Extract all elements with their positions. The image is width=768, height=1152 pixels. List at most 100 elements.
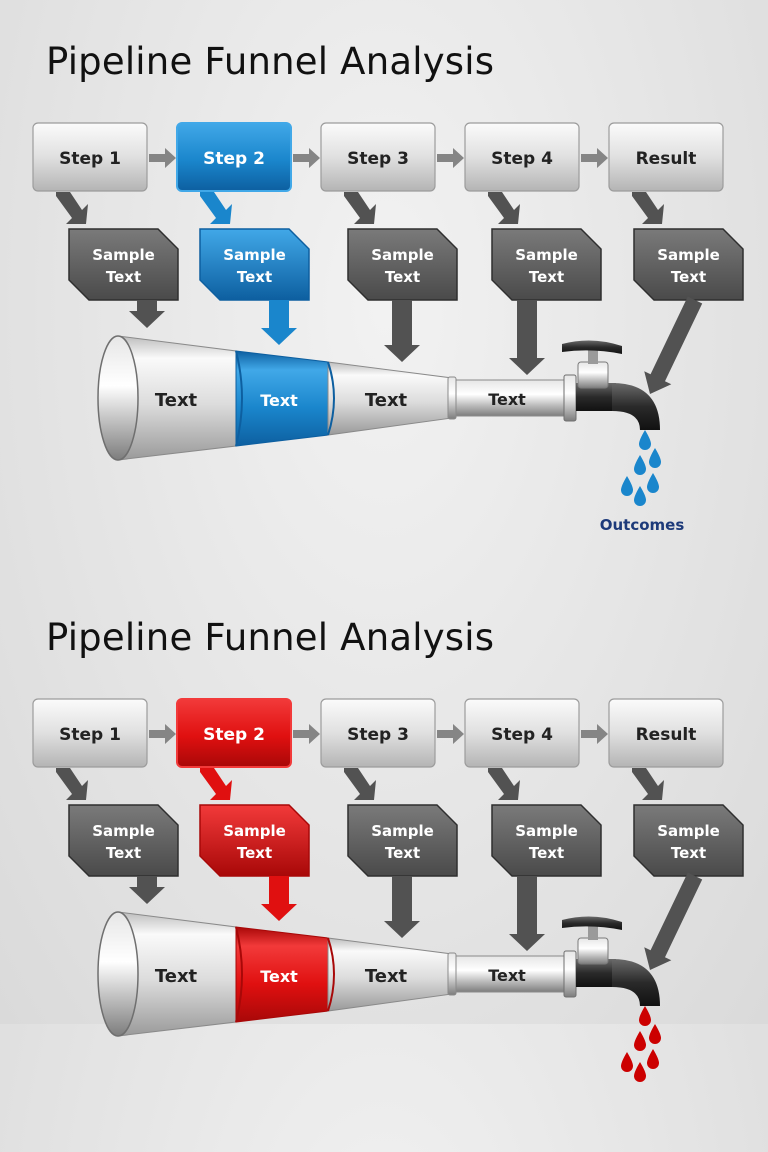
funnel-label-1: Text — [155, 390, 198, 411]
faucet-icon — [562, 340, 660, 430]
water-drop-icon — [639, 430, 651, 450]
note-line: Sample — [92, 246, 155, 264]
funnel-divider — [327, 361, 335, 436]
funnel-label-1: Text — [155, 966, 198, 987]
step-box-2: Step 2 — [176, 698, 292, 768]
funnel-label-2: Text — [260, 391, 298, 410]
note-line: Text — [529, 844, 564, 862]
funnel-divider — [235, 926, 243, 1023]
step-label: Step 1 — [59, 725, 121, 745]
step-box-result: Result — [608, 698, 724, 768]
note-line: Text — [671, 844, 706, 862]
faucet-spout — [612, 959, 660, 1006]
water-drop-icon — [647, 1049, 659, 1069]
note-line: Sample — [371, 822, 434, 840]
funnel-label-4: Text — [488, 390, 526, 409]
funnel-label-3: Text — [365, 390, 408, 411]
note-line: Sample — [515, 822, 578, 840]
note-line: Sample — [515, 246, 578, 264]
down-arrow — [261, 300, 297, 345]
funnel-pipeline — [97, 911, 565, 1037]
step-box-1: Step 1 — [32, 122, 148, 192]
step-connector-arrow — [581, 148, 608, 168]
outcomes-label: Outcomes — [600, 516, 685, 534]
down-arrow — [384, 876, 420, 938]
pipe-collar — [447, 376, 457, 420]
faucet-handle — [562, 340, 622, 354]
bent-arrow — [632, 768, 664, 800]
faucet-icon — [562, 916, 660, 1006]
bent-arrow — [344, 192, 376, 224]
note-line: Text — [237, 844, 272, 862]
funnel-label-2: Text — [260, 967, 298, 986]
step-box-1: Step 1 — [32, 698, 148, 768]
step-box-result: Result — [608, 122, 724, 192]
note-line: Sample — [223, 246, 286, 264]
note-line: Sample — [657, 246, 720, 264]
bent-arrow — [56, 192, 88, 224]
step-label: Step 2 — [203, 149, 265, 169]
bent-arrow — [56, 768, 88, 800]
step-label: Step 2 — [203, 725, 265, 745]
step-connector-arrow — [437, 148, 464, 168]
step-connector-arrow — [581, 724, 608, 744]
slide-title: Pipeline Funnel Analysis — [46, 40, 495, 83]
slide-title: Pipeline Funnel Analysis — [46, 616, 495, 659]
faucet-valve — [588, 350, 598, 364]
step-label: Step 3 — [347, 725, 409, 745]
note-line: Text — [529, 268, 564, 286]
note-line: Sample — [657, 822, 720, 840]
down-arrow — [509, 300, 545, 375]
step-box-2: Step 2 — [176, 122, 292, 192]
step-label: Step 1 — [59, 149, 121, 169]
faucet-valve — [588, 926, 598, 940]
note-line: Text — [671, 268, 706, 286]
pipe-section — [451, 379, 565, 417]
faucet-stem — [577, 361, 609, 389]
pipeline-diagram: Step 1 Step 2 Step 3 Step 4 ResultSampleText… — [32, 698, 744, 1082]
step-box-4: Step 4 — [464, 122, 580, 192]
step-box-4: Step 4 — [464, 698, 580, 768]
water-drop-icon — [639, 1006, 651, 1026]
note-line: Text — [106, 268, 141, 286]
note-line: Text — [106, 844, 141, 862]
water-drop-icon — [634, 1062, 646, 1082]
diagonal-arrow — [644, 872, 703, 970]
step-connector-arrow — [293, 724, 320, 744]
funnel-label-4: Text — [488, 966, 526, 985]
funnel-divider — [327, 937, 335, 1012]
pipeline-diagram: Step 1 Step 2 Step 3 Step 4 ResultSampleText… — [32, 122, 744, 534]
step-box-3: Step 3 — [320, 122, 436, 192]
bent-arrow — [344, 768, 376, 800]
step-connector-arrow — [437, 724, 464, 744]
water-drop-icon — [649, 448, 661, 468]
bent-arrow — [200, 192, 232, 224]
funnel-pipeline — [97, 335, 565, 461]
funnel-mouth — [97, 335, 139, 461]
faucet-nut — [563, 950, 577, 998]
note-line: Text — [385, 268, 420, 286]
faucet-spout — [612, 383, 660, 430]
step-label: Step 3 — [347, 149, 409, 169]
step-label: Result — [636, 725, 697, 745]
bent-arrow — [200, 768, 232, 800]
funnel-divider — [235, 350, 243, 447]
step-label: Step 4 — [491, 725, 553, 745]
step-box-3: Step 3 — [320, 698, 436, 768]
note-line: Sample — [223, 822, 286, 840]
step-connector-arrow — [149, 148, 176, 168]
note-line: Text — [385, 844, 420, 862]
water-drop-icon — [634, 455, 646, 475]
bent-arrow — [632, 192, 664, 224]
down-arrow — [384, 300, 420, 362]
water-drop-icon — [634, 486, 646, 506]
down-arrow — [261, 876, 297, 921]
